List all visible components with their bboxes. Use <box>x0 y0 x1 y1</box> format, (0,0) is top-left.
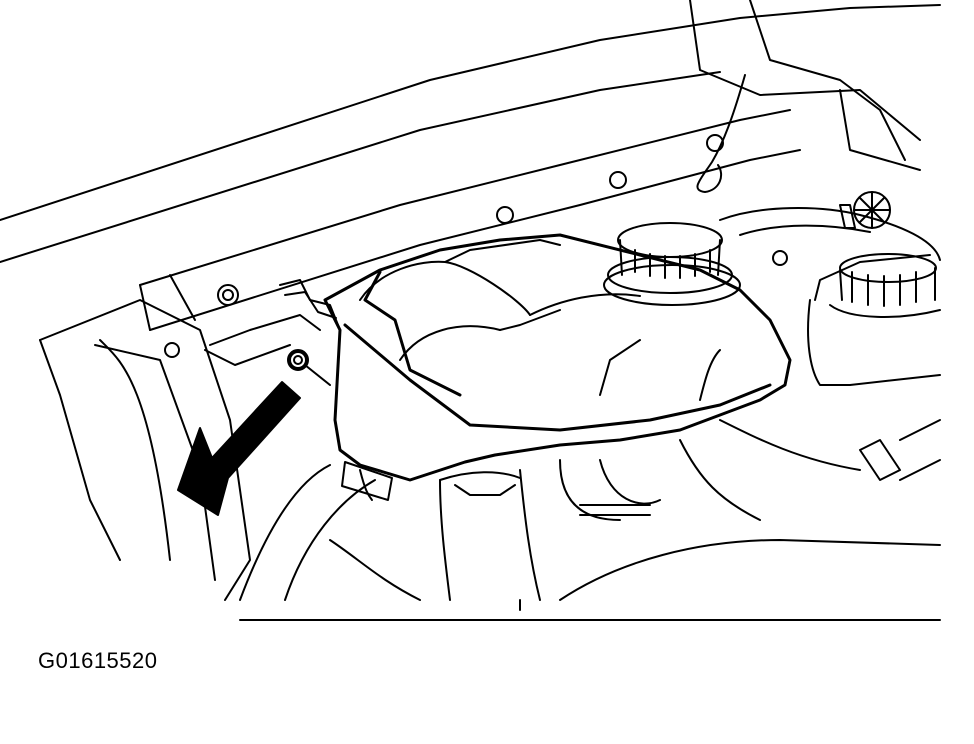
engine-lower <box>239 459 941 621</box>
figure-id-label: G01615520 <box>38 648 158 673</box>
strut-tower <box>719 191 941 261</box>
reservoir-cap <box>603 222 741 306</box>
pointer-arrow <box>177 381 301 516</box>
right-reservoir <box>807 253 941 386</box>
engine-bay-line-drawing <box>0 0 941 621</box>
tank-bracket <box>279 279 341 386</box>
inner-fender <box>39 299 321 601</box>
rail-bolts <box>164 134 788 358</box>
reservoir-top-ribs <box>359 239 721 401</box>
coolant-hoses <box>239 419 941 601</box>
fender-rail <box>139 109 801 331</box>
hanging-cable <box>696 74 746 193</box>
coolant-reservoir <box>323 233 792 482</box>
engine-bay-illustration <box>0 0 941 621</box>
hood-panel <box>0 0 941 263</box>
